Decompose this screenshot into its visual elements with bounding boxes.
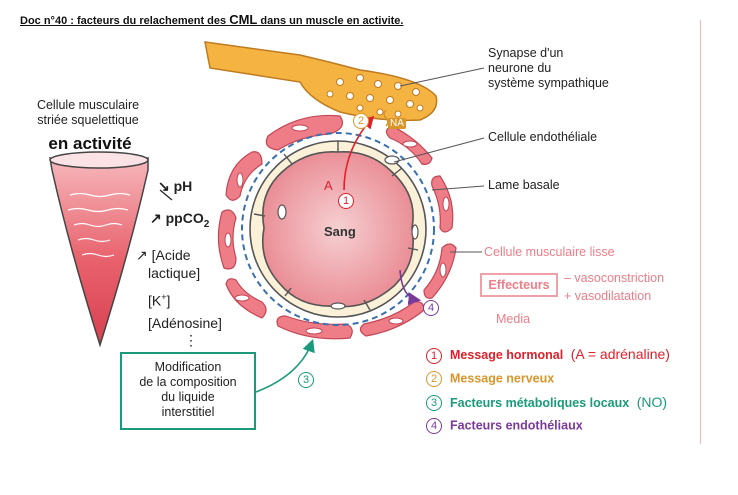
lame-label: Lame basale bbox=[488, 178, 560, 192]
synapse-label: Synapse d'un neurone du système sympathi… bbox=[488, 46, 609, 90]
neuron-synapse bbox=[204, 41, 438, 122]
endothelial-arrow bbox=[399, 269, 422, 306]
marker-3: 3 bbox=[298, 372, 314, 388]
ph-arrow bbox=[159, 189, 173, 201]
metabolic-arrow bbox=[255, 338, 315, 393]
na-label: NA bbox=[388, 118, 406, 129]
muscle-cone bbox=[49, 151, 149, 348]
factor-adenosine: [Adénosine] bbox=[148, 315, 222, 331]
factor-ppco2: ↗ ppCO2 bbox=[150, 210, 210, 230]
factor-k: [K+] bbox=[148, 292, 171, 309]
marker-1: 1 bbox=[338, 193, 354, 209]
media-label: Media bbox=[496, 312, 531, 326]
effecteurs-box: Effecteurs bbox=[480, 273, 558, 297]
right-divider bbox=[700, 20, 701, 444]
marker-4: 4 bbox=[423, 300, 439, 316]
nerve-arrow bbox=[383, 109, 389, 127]
adrenaline-label: A bbox=[324, 178, 333, 193]
sang-label: Sang bbox=[324, 224, 356, 239]
marker-2: 2 bbox=[353, 113, 369, 129]
endothelial-label: Cellule endothéliale bbox=[488, 130, 598, 144]
page-title: Doc n°40 : facteurs du relachement des C… bbox=[20, 12, 404, 27]
lisse-label: Cellule musculaire lisse bbox=[484, 245, 615, 259]
vasodilatation-label: + vasodilatation bbox=[564, 289, 652, 303]
muscle-state: en activité bbox=[48, 134, 132, 153]
pointer-lines bbox=[393, 67, 485, 253]
vasoconstriction-label: – vasoconstriction bbox=[564, 271, 665, 285]
factor-acide: ↗ [Acide lactique] bbox=[136, 247, 201, 281]
basal-lamina bbox=[241, 132, 435, 326]
factor-ph: ↘ pH bbox=[158, 178, 193, 194]
factor-dots: ⋮ bbox=[184, 332, 198, 348]
modification-box: Modification de la composition du liquid… bbox=[120, 352, 256, 430]
muscle-label: Cellule musculaire striée squelettique bbox=[36, 98, 140, 127]
